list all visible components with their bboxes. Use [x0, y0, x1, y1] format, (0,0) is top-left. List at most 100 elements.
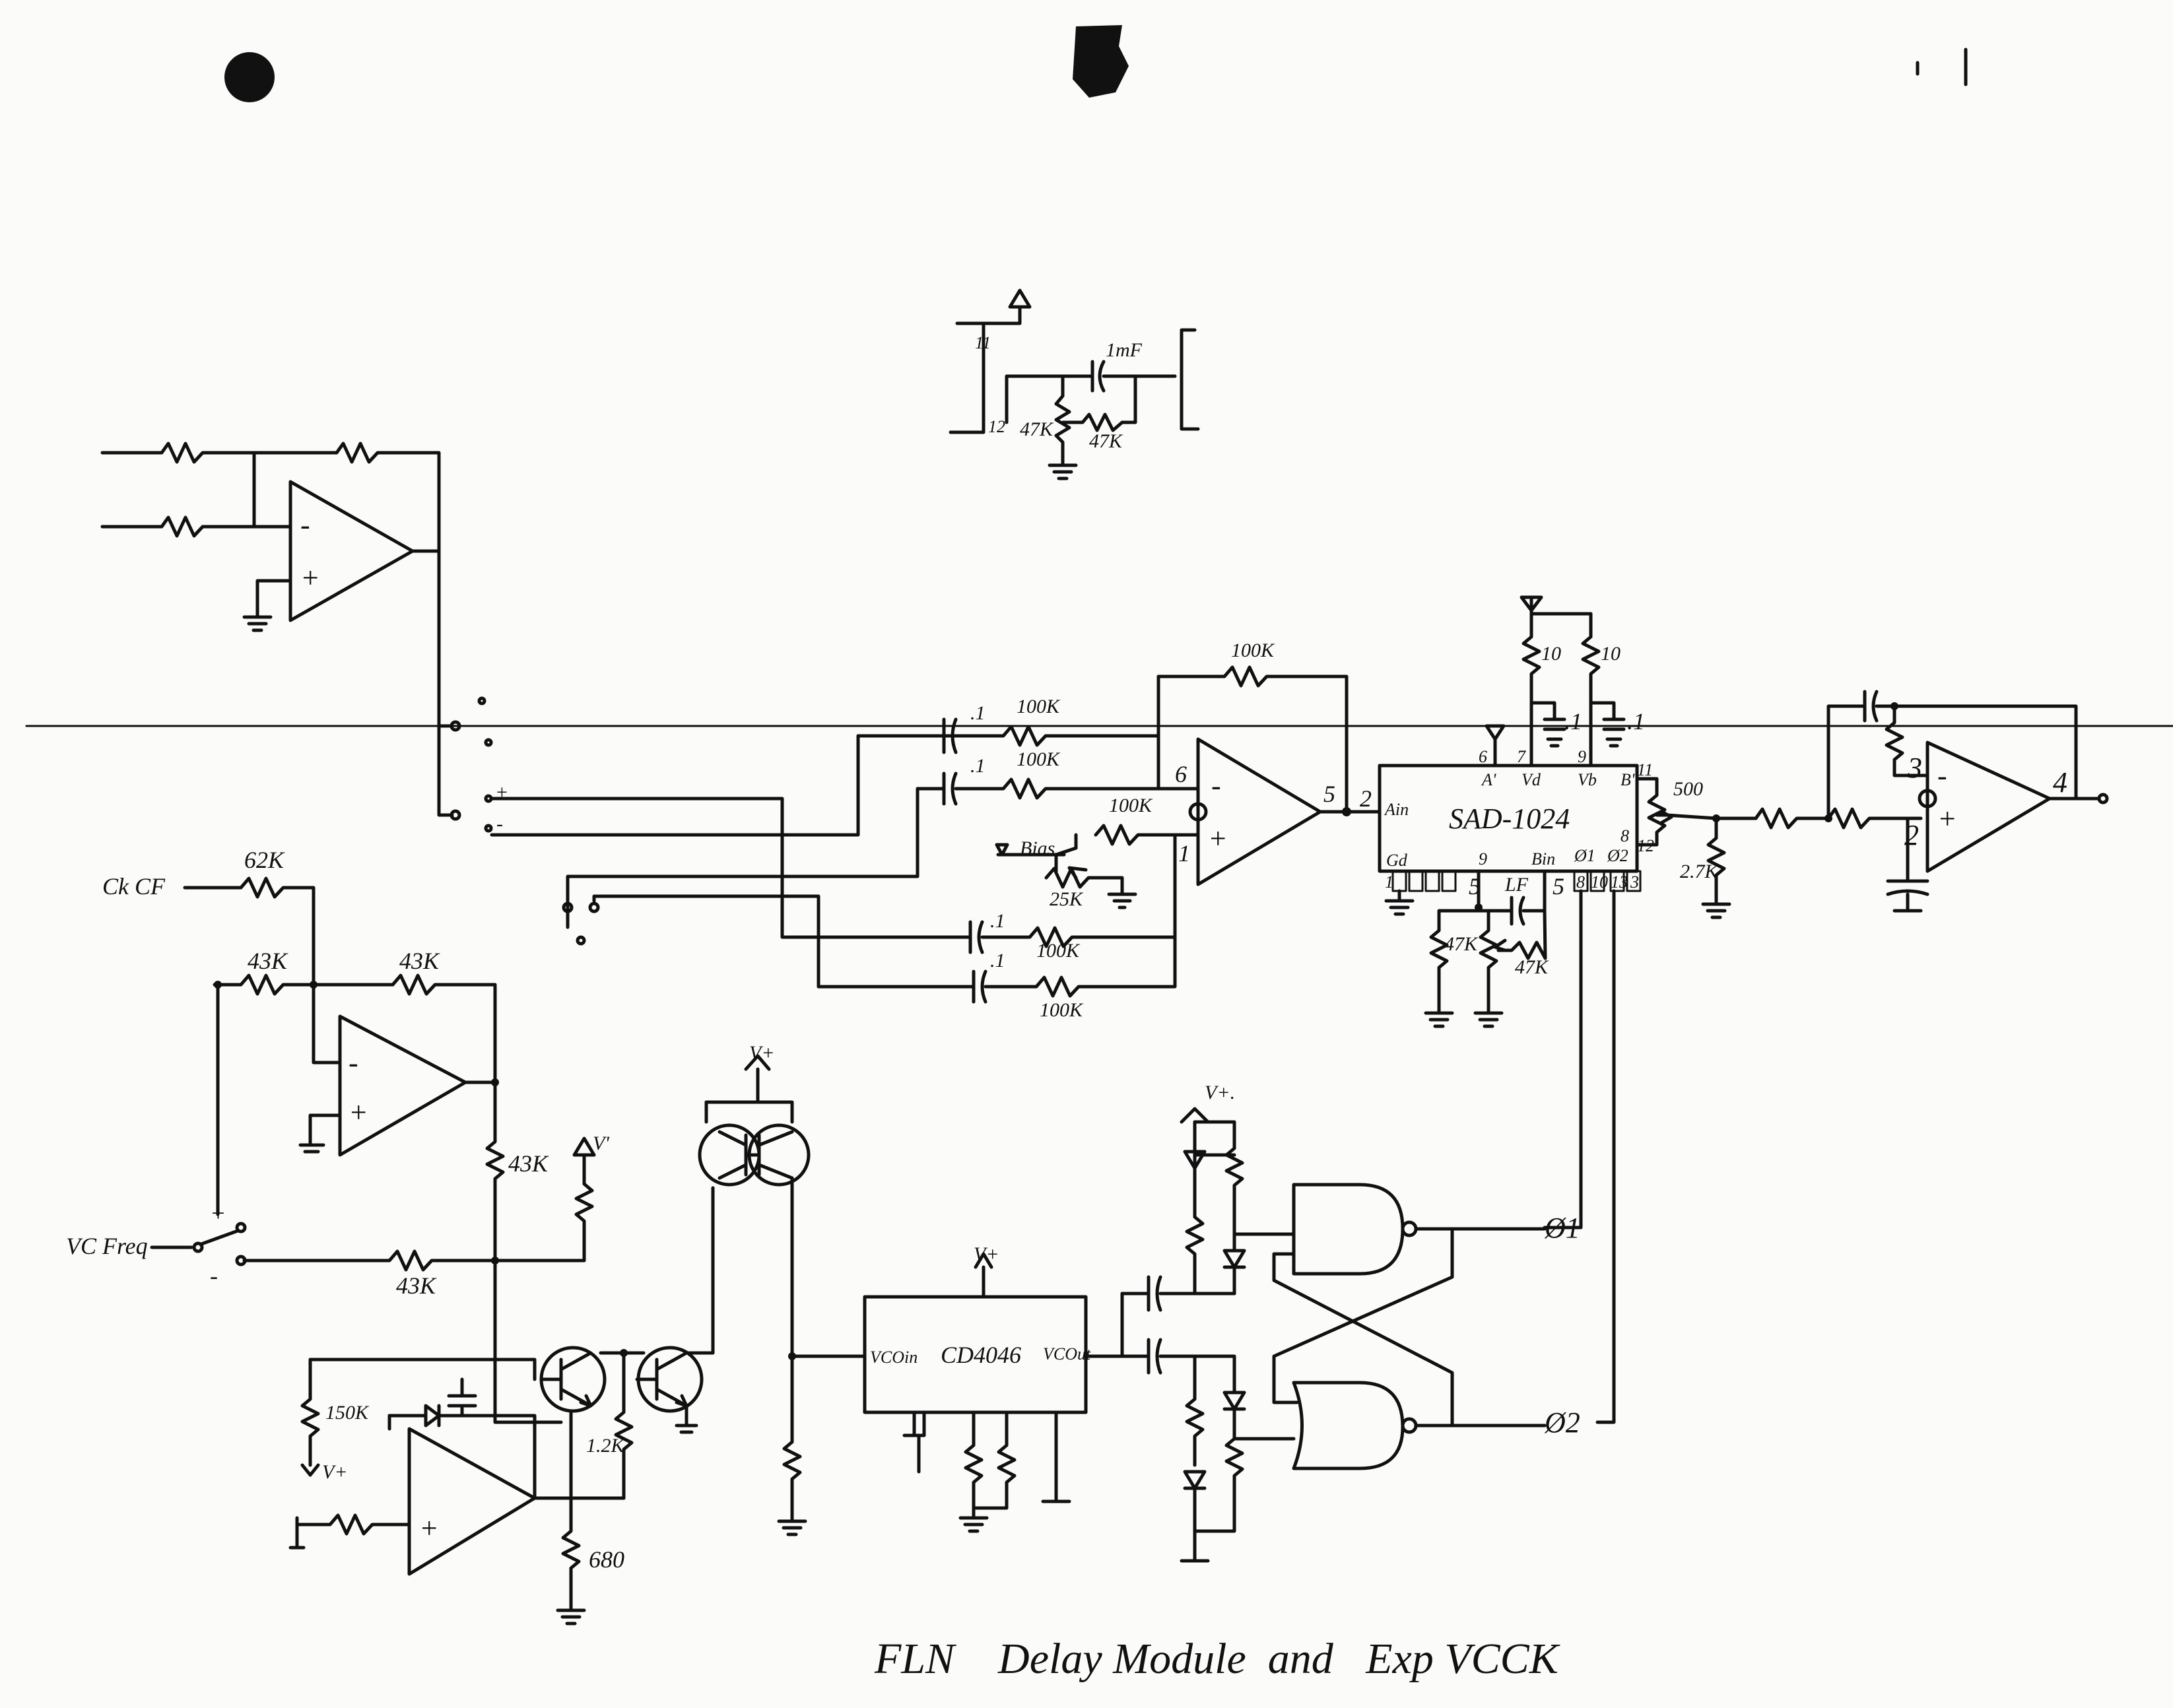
sad-pin10-label: 10 [1591, 872, 1608, 892]
sad-pin9-label: 9 [1578, 747, 1586, 766]
mixer-rfb-label: 100K [1231, 640, 1275, 661]
ck-cf-label: Ck CF [102, 873, 166, 900]
sad-pin1-label: 1 [1385, 872, 1393, 892]
vplus-label: V+ [322, 1461, 348, 1483]
mixer-c4-label: .1 [990, 950, 1005, 971]
r43d-label: 43K [396, 1272, 437, 1299]
sad-a-label: A' [1481, 770, 1496, 789]
output-filter-amp: - + 3 2 4 [1824, 690, 2109, 913]
amp1-plus: + [300, 562, 320, 594]
mixer-section: - + 100K 100K 100K 100K Bias 25K .1 .1 .… [817, 640, 1375, 1021]
vc-amp-minus: - [349, 1047, 358, 1079]
sad-vd-label: Vd [1521, 770, 1541, 789]
mixer-biaspot-label: 25K [1050, 888, 1084, 910]
sad-pot500-label: 500 [1673, 778, 1703, 800]
sad-c1-label: .1 [1564, 708, 1582, 735]
sad-pin11-label: 11 [1637, 760, 1653, 779]
sad-pin2-label: 2 [1360, 785, 1372, 812]
mixer-rin2-label: 100K [1017, 748, 1061, 770]
exp-converter: 1.2K 680 150K V+ + [288, 1186, 715, 1626]
sad-r10b-label: 10 [1601, 643, 1621, 665]
mixer-c3-label: .1 [990, 910, 1005, 932]
vco-vplus-label: V+ [974, 1243, 999, 1265]
pair-vplus-label: V+ [749, 1042, 775, 1064]
vc-freq-label: VC Freq [66, 1233, 148, 1259]
sad-phi1-label: Ø1 [1574, 846, 1595, 865]
mixer-rin1-label: 100K [1017, 696, 1061, 717]
top-r2-label: 47K [1089, 430, 1123, 452]
clock-driver-section: V+. Ø1 Ø2 [1120, 1082, 1580, 1563]
sad-b-label: B' [1621, 770, 1635, 789]
sad-pin8b-label: 8 [1576, 872, 1585, 892]
sad-pin5-label: 5 [1469, 873, 1481, 900]
r62-label: 62K [244, 847, 285, 873]
mixer-minus: - [1211, 770, 1221, 802]
mixer-pin6-label: 6 [1175, 761, 1187, 787]
sad-pin5b-label: 5 [1553, 873, 1564, 900]
mixer-rplus-label: 100K [1109, 795, 1153, 816]
top-cap-label: 1mF [1106, 339, 1143, 361]
sad-bin-label: Bin [1531, 849, 1555, 869]
sad-lf-label: LF [1504, 874, 1529, 896]
vc-plus: + [210, 1200, 226, 1226]
r150-label: 150K [325, 1402, 370, 1424]
mixer-pin5-label: 5 [1323, 781, 1335, 807]
out-amp-pin4: 4 [2053, 766, 2067, 799]
top-circuit: 11 12 1mF 47K 47K [949, 288, 1200, 480]
sad-pin7-label: 7 [1517, 747, 1526, 766]
r680-label: 680 [589, 1546, 624, 1573]
sad-c2-label: .1 [1627, 708, 1645, 735]
sad-pin6-label: 6 [1479, 747, 1487, 766]
mixer-pin1-label: 1 [1178, 840, 1190, 867]
top-pin12-label: 12 [988, 417, 1005, 436]
sad-vb-label: Vb [1578, 770, 1597, 789]
out-amp-minus: - [1937, 760, 1947, 792]
exp-amp-plus: + [419, 1512, 439, 1544]
top-r1-label: 47K [1020, 418, 1054, 440]
r43c-label: 43K [508, 1150, 549, 1177]
vco-section: V+ CD4046 VCOin VCOut V+ [698, 1042, 1124, 1536]
sad-phi2-label: Ø2 [1607, 846, 1628, 865]
phi2-label: Ø2 [1544, 1406, 1580, 1439]
ff-vplus-label: V+. [1205, 1082, 1235, 1103]
vco-out-label: VCOut [1043, 1344, 1091, 1363]
sad-pin9b-label: 9 [1479, 849, 1487, 869]
sad-r10a-label: 10 [1541, 643, 1561, 665]
mixer-rlow1-label: 100K [1036, 940, 1081, 962]
punch-holes [224, 25, 1968, 102]
sad-ain-label: Ain [1384, 800, 1409, 819]
sad-pin8-label: 8 [1621, 826, 1629, 845]
sad-pin3-label: 3 [1630, 872, 1639, 892]
vco-chip-label: CD4046 [941, 1342, 1021, 1368]
sad-1024-section: SAD-1024 2 Ain 6 7 9 11 A' Vd Vb B' Gd 9… [1360, 595, 1830, 1424]
sad-pin13-label: 13 [1611, 872, 1628, 892]
vc-amp-plus: + [349, 1096, 368, 1129]
selector-switches: + - [437, 696, 976, 989]
out-amp-pin3: 3 [1907, 752, 1922, 784]
sad-r47b-label: 47K [1515, 956, 1549, 978]
r12-label: 1.2K [586, 1435, 626, 1457]
sad-chip-label: SAD-1024 [1449, 803, 1570, 835]
schematic-title: FLN Delay Module and Exp VCCK [874, 1635, 1560, 1683]
r43b-label: 43K [399, 948, 440, 974]
mixer-c2-label: .1 [970, 755, 986, 777]
sad-gnd-label: Gd [1386, 851, 1408, 870]
mixer-plus: + [1208, 822, 1228, 855]
mixer-rlow2-label: 100K [1040, 999, 1084, 1021]
switch-minus: - [496, 813, 503, 835]
out-amp-plus: + [1937, 803, 1957, 835]
vc-minus: - [210, 1263, 218, 1289]
amp1-minus: - [300, 509, 310, 541]
vco-in-label: VCOin [870, 1348, 918, 1367]
vc-frequency-section: Ck CF 62K 43K 43K - + 43K VC Freq + - 43… [66, 847, 609, 1299]
mixer-bias-label: Bias [1020, 838, 1055, 859]
input-summing-amp: - + [100, 442, 441, 728]
phi1-label: Ø1 [1544, 1212, 1580, 1244]
top-pin11-label: 11 [975, 333, 991, 352]
mixer-c1-label: .1 [970, 702, 986, 724]
sad-r47a-label: 47K [1444, 933, 1479, 955]
r43a-label: 43K [248, 948, 288, 974]
sad-r27-label: 2.7K [1680, 861, 1720, 882]
